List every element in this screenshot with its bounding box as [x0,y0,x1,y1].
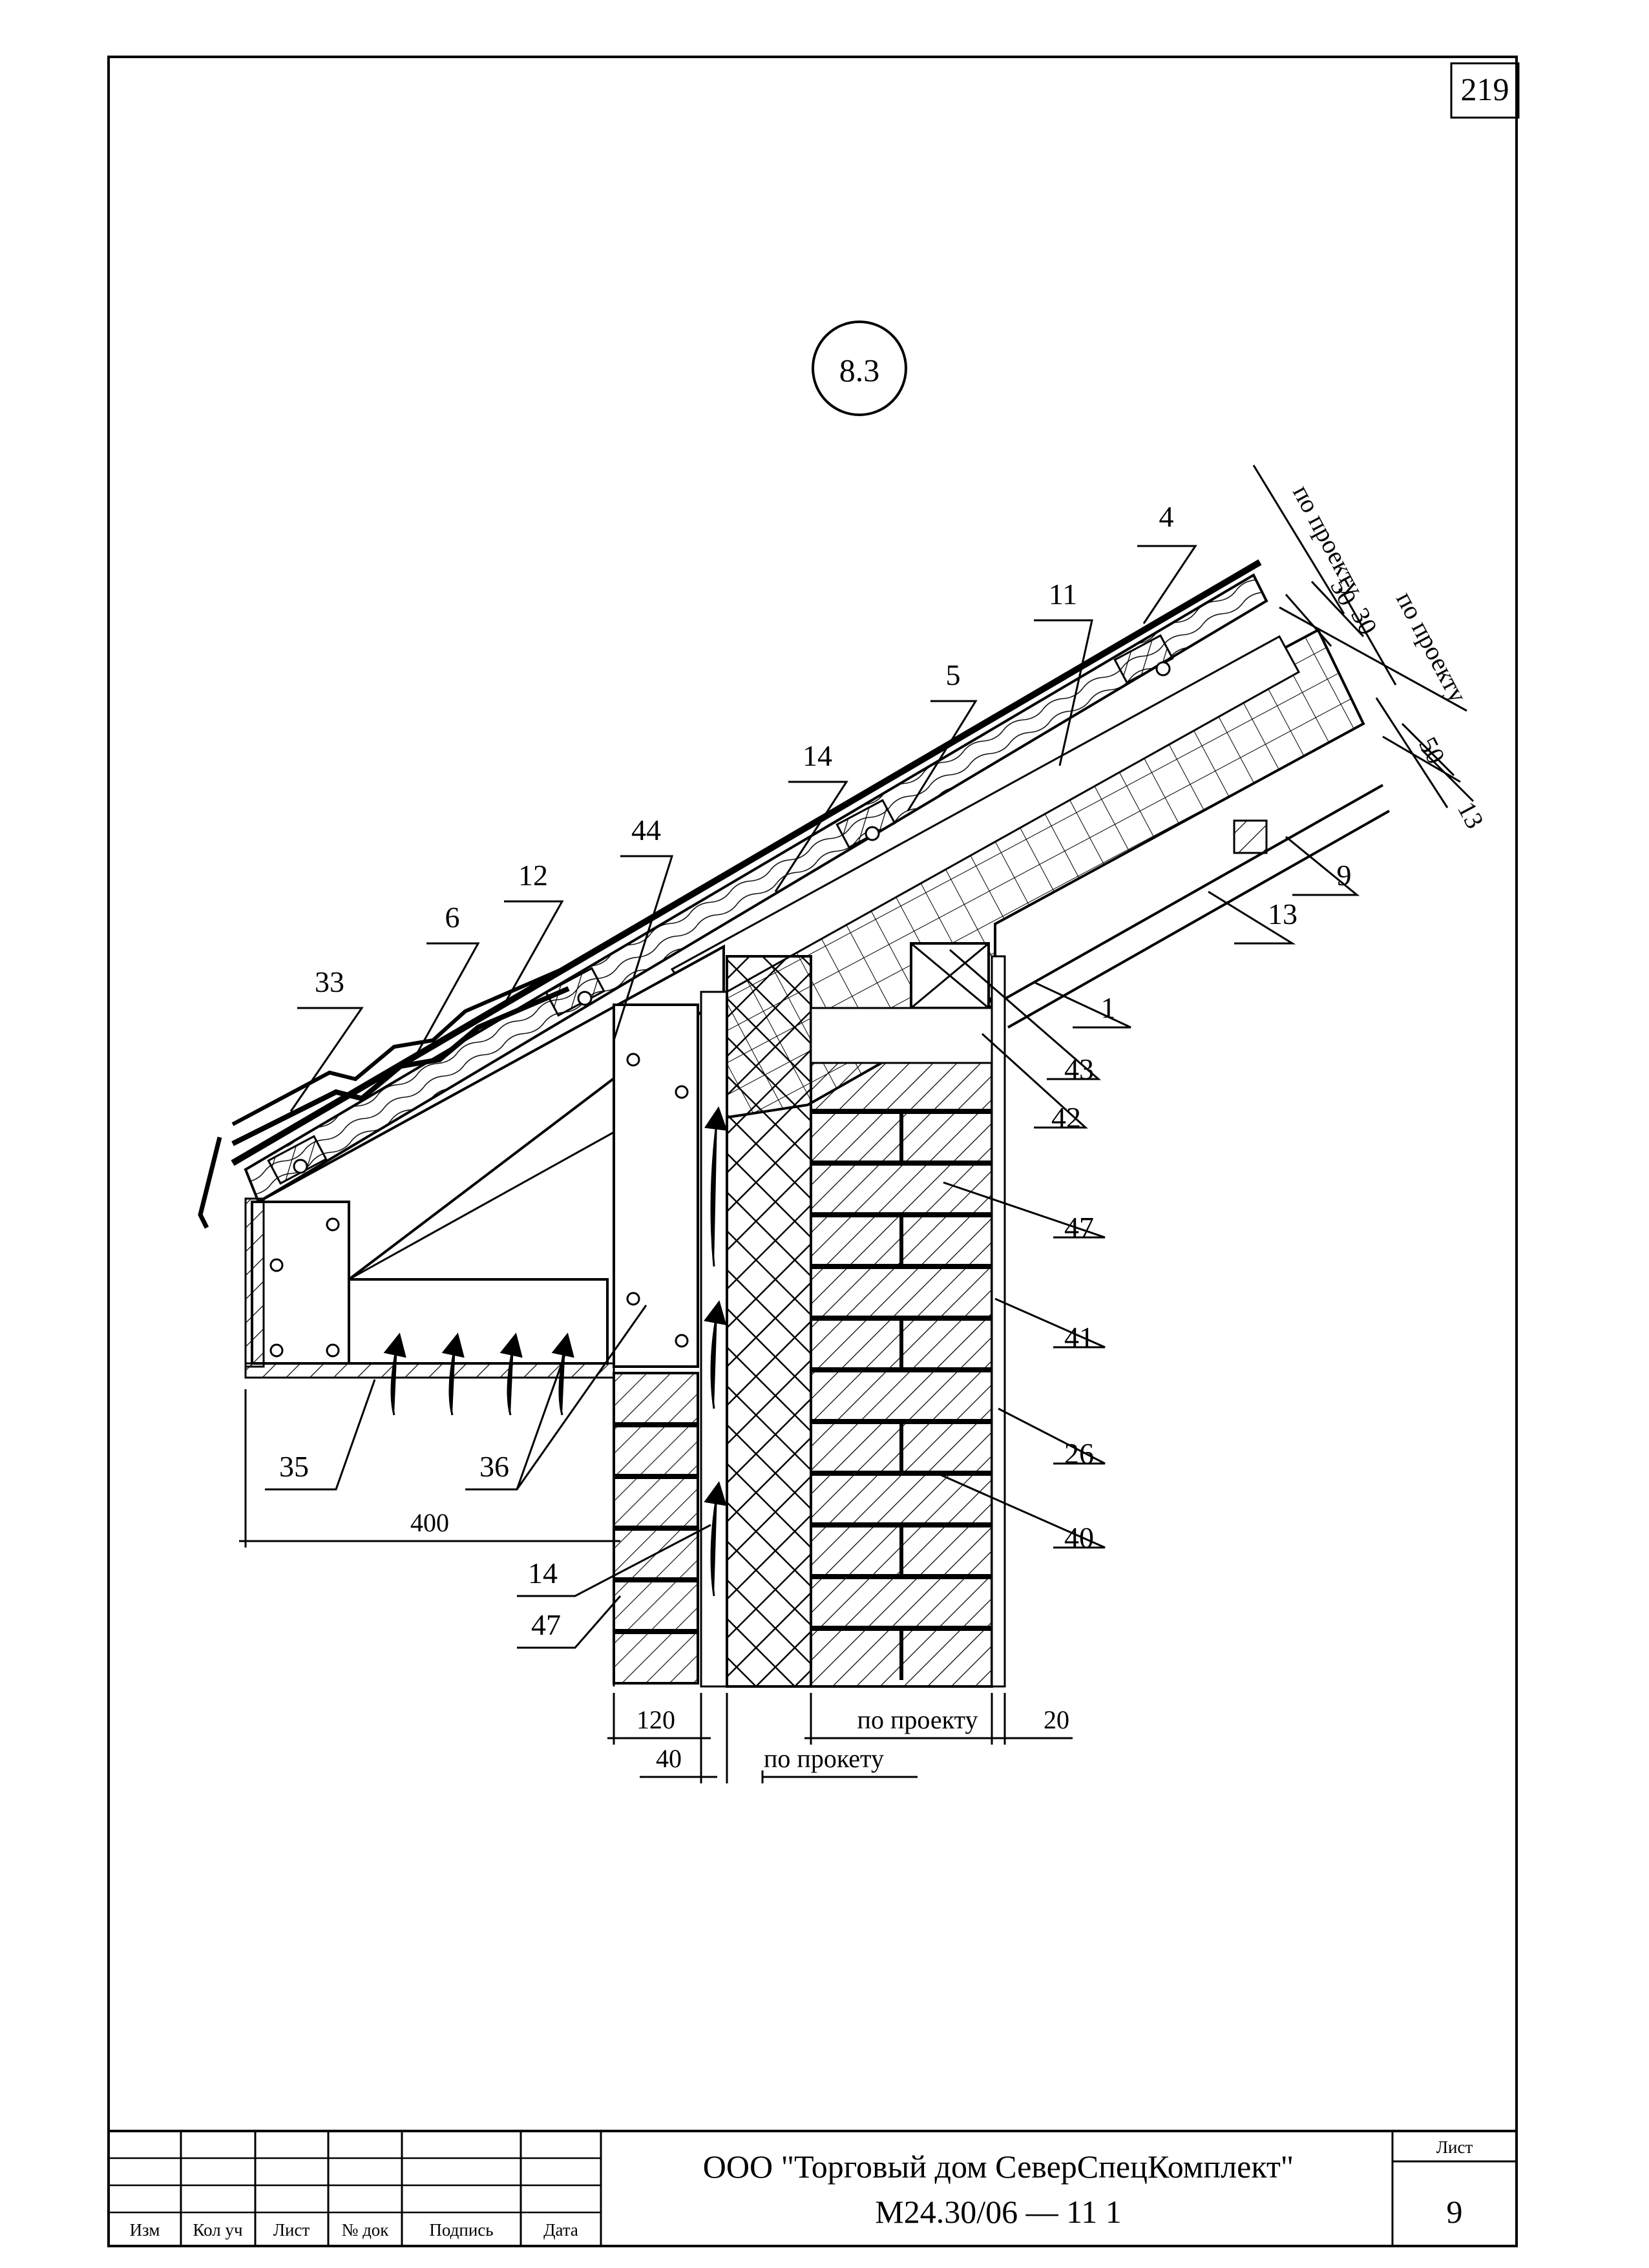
dim-wall-proj1: по прокету [764,1744,884,1773]
detail-mark-label: 8.3 [839,352,880,388]
tb-col-izm: Изм [130,2220,160,2240]
small-bar [1233,819,1268,854]
sheet-number: 219 [1461,71,1509,107]
dim-wall-20: 20 [1044,1705,1069,1734]
callout-14: 14 [803,739,832,772]
inner-lining [988,784,1390,1029]
detail-mark: 8.3 [812,320,907,416]
callout-9: 9 [1337,859,1352,892]
callout-5: 5 [946,658,961,691]
tb-doc-code: М24.30/06 — 11 1 [875,2194,1122,2230]
callout-36: 36 [479,1450,509,1483]
outer-brick [613,1372,699,1685]
dim-wall-40: 40 [656,1744,682,1773]
roof-sheathing [244,573,1268,1204]
callout-14-wall: 14 [528,1557,558,1590]
tb-col-sign: Подпись [429,2220,493,2240]
callout-41: 41 [1064,1321,1094,1354]
tb-col-date: Дата [543,2220,578,2240]
tb-sheet-label: Лист [1436,2137,1473,2157]
callout-33: 33 [315,965,344,998]
callout-4: 4 [1159,500,1174,533]
title-block: Изм Кол уч Лист № док Подпись Дата ООО "… [107,2130,1518,2247]
wall-dimensions: 400 120 40 по прокету по проекту 20 [239,1389,1073,1783]
wall-insulation [726,955,812,1688]
soffit-boards [244,1362,615,1379]
tb-col-doc: № док [342,2220,390,2240]
wall-plate [613,1003,699,1368]
callout-44: 44 [631,814,661,846]
inner-brick [810,996,993,1688]
eave-box [244,1197,615,1416]
tb-col-list: Лист [273,2220,310,2240]
callout-40: 40 [1064,1521,1094,1554]
callout-6: 6 [445,901,460,934]
tb-col-kol: Кол уч [193,2220,242,2240]
dim-wall-proj2: по проекту [857,1705,978,1734]
callout-11: 11 [1049,578,1077,611]
roof-section [198,559,1390,1281]
bed-concrete [810,1007,993,1064]
leader-lines [265,545,1360,1649]
roof-covering-3 [231,967,563,1126]
batten-nails [293,661,1171,1174]
callout-labels: 4 11 5 14 44 12 6 33 9 13 1 43 42 47 41 … [279,500,1352,1641]
tb-company: ООО "Торговый дом СеверСпецКомплект" [703,2148,1294,2185]
callout-12: 12 [518,859,548,892]
dim-eave-400: 400 [410,1508,449,1537]
dim-wall-120: 120 [636,1705,675,1734]
dim-roof-13: 13 [1452,797,1490,833]
tb-sheet-value: 9 [1447,2194,1463,2230]
callout-26: 26 [1064,1437,1094,1470]
wall-section [613,942,1006,1688]
callout-47: 47 [1064,1211,1094,1244]
callout-42: 42 [1051,1101,1081,1134]
callout-13: 13 [1268,898,1297,930]
callout-47-wall: 47 [531,1608,561,1641]
roof-covering [231,559,1262,1166]
callout-43: 43 [1064,1053,1094,1086]
roof-covering-2 [231,986,570,1146]
plaster [991,955,1006,1688]
drip-edge [198,1137,222,1229]
callout-1: 1 [1101,991,1116,1024]
dim-roof-mid: по проекту [1391,587,1473,707]
callout-35: 35 [279,1450,309,1483]
